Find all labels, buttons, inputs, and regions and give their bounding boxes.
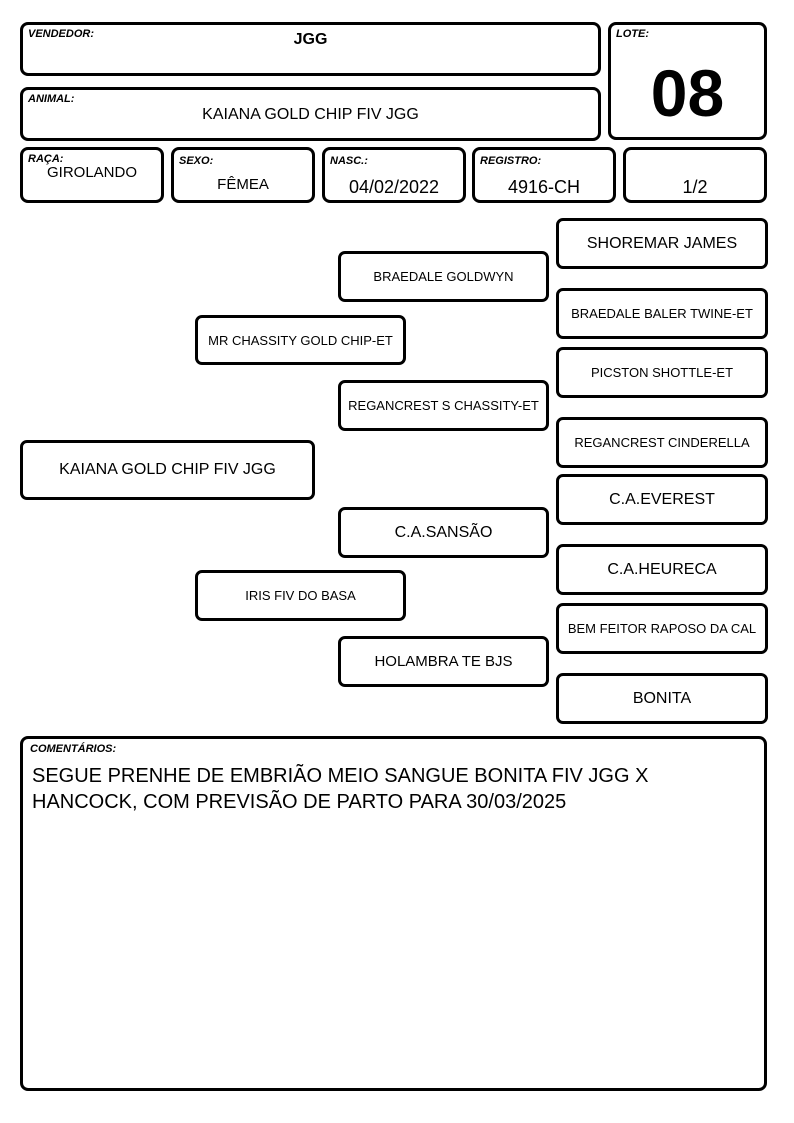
raca-value: GIROLANDO <box>46 164 137 181</box>
pedigree-ggp-3: PICSTON SHOTTLE-ET <box>556 347 768 398</box>
pedigree-ggp-7: BEM FEITOR RAPOSO DA CAL <box>556 603 768 654</box>
comments-label: COMENTÁRIOS: <box>30 743 117 755</box>
lote-value: 08 <box>650 56 725 130</box>
pedigree-sire-dam: REGANCREST S CHASSITY-ET <box>338 380 549 431</box>
comments-box: COMENTÁRIOS: SEGUE PRENHE DE EMBRIÃO MEI… <box>20 736 767 1091</box>
pedigree-dam-dam: HOLAMBRA TE BJS <box>338 636 549 687</box>
pedigree-sire-sire: BRAEDALE GOLDWYN <box>338 251 549 302</box>
nasc-label: NASC.: <box>330 155 368 167</box>
raca-label: RAÇA: <box>28 153 64 165</box>
sexo-label: SEXO: <box>179 155 214 167</box>
sexo-value: FÊMEA <box>217 176 269 193</box>
pedigree-ggp-6: C.A.HEURECA <box>556 544 768 595</box>
pedigree-sire: MR CHASSITY GOLD CHIP-ET <box>195 315 406 365</box>
nasc-box: NASC.: 04/02/2022 <box>322 147 466 203</box>
animal-label: ANIMAL: <box>28 93 75 105</box>
lote-label: LOTE: <box>616 28 649 40</box>
raca-box: RAÇA: GIROLANDO <box>20 147 164 203</box>
comments-text: SEGUE PRENHE DE EMBRIÃO MEIO SANGUE BONI… <box>32 765 649 813</box>
registro-box: REGISTRO: 4916-CH <box>472 147 616 203</box>
pedigree-ggp-4: REGANCREST CINDERELLA <box>556 417 768 468</box>
animal-box: ANIMAL: KAIANA GOLD CHIP FIV JGG <box>20 87 601 141</box>
vendedor-label: VENDEDOR: <box>28 28 95 40</box>
pedigree-ggp-8: BONITA <box>556 673 768 724</box>
fraction-box: 1/2 <box>623 147 767 203</box>
pedigree-ggp-1: SHOREMAR JAMES <box>556 218 768 269</box>
pedigree-ggp-2: BRAEDALE BALER TWINE-ET <box>556 288 768 339</box>
pedigree-ggp-5: C.A.EVEREST <box>556 474 768 525</box>
fraction-value: 1/2 <box>682 177 708 197</box>
vendedor-box: VENDEDOR: JGG <box>20 22 601 76</box>
pedigree-dam: IRIS FIV DO BASA <box>195 570 406 621</box>
nasc-value: 04/02/2022 <box>348 177 440 197</box>
sexo-box: SEXO: FÊMEA <box>171 147 315 203</box>
lote-box: LOTE: 08 <box>608 22 767 140</box>
pedigree-animal: KAIANA GOLD CHIP FIV JGG <box>20 440 315 500</box>
registro-label: REGISTRO: <box>480 155 542 167</box>
pedigree-dam-sire: C.A.SANSÃO <box>338 507 549 558</box>
registro-value: 4916-CH <box>507 177 581 197</box>
animal-value: KAIANA GOLD CHIP FIV JGG <box>202 106 419 123</box>
vendedor-value: JGG <box>293 31 328 48</box>
